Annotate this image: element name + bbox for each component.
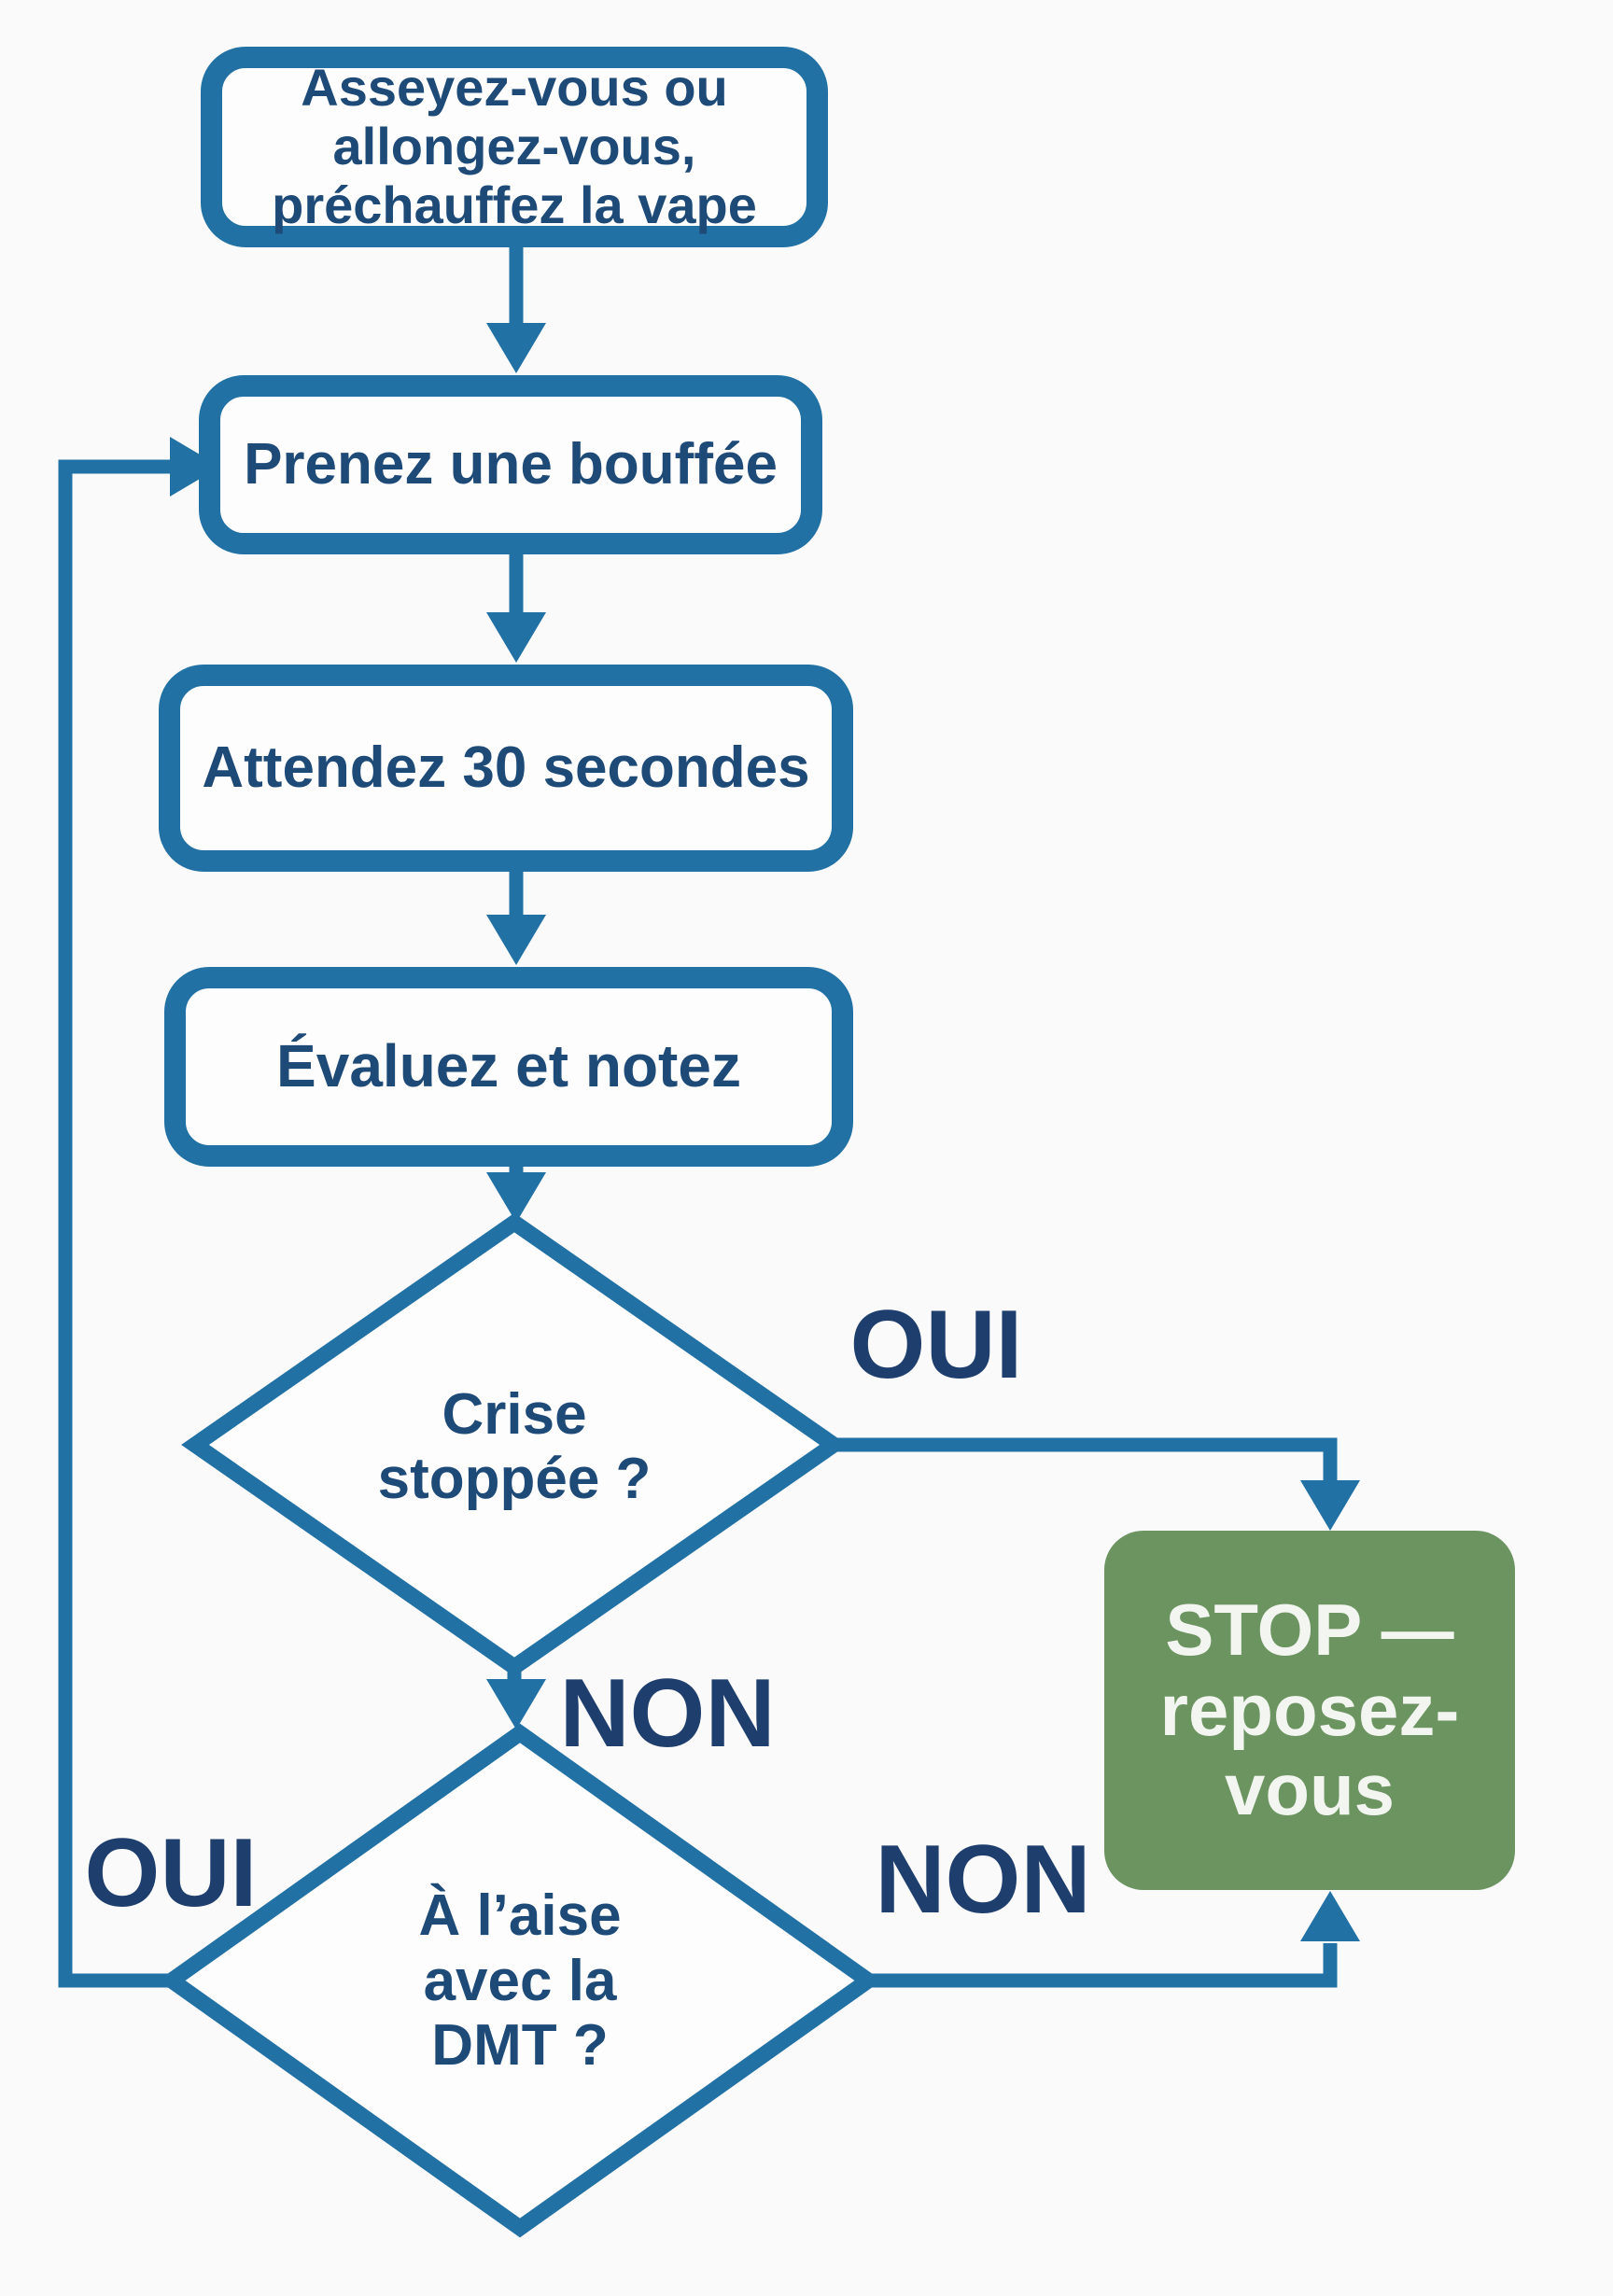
decision-comfort-label: À l’aise avec la DMT ? bbox=[418, 1883, 622, 2079]
arrow-crisis-yes-to-stop bbox=[829, 1437, 1360, 1531]
edge-label-comfort-non: NON bbox=[875, 1826, 1091, 1934]
node-take-puff: Prenez une bouffée bbox=[199, 375, 822, 554]
arrow-crisis-no bbox=[486, 1665, 546, 1729]
decision-comfort-diamond bbox=[158, 1723, 882, 2238]
node-sit-preheat: Asseyez-vous ou allongez-vous, préchauff… bbox=[201, 47, 828, 247]
arrow-comfort-no-to-stop bbox=[863, 1891, 1360, 1988]
node-evaluate-note-label: Évaluez et notez bbox=[276, 1032, 741, 1100]
decision-crisis-label: Crise stoppée ? bbox=[377, 1381, 652, 1511]
edge-label-comfort-oui: OUI bbox=[84, 1819, 258, 1927]
arrow-wait-to-rate bbox=[486, 868, 546, 965]
edge-label-crisis-oui: OUI bbox=[849, 1291, 1023, 1399]
arrow-comfort-yes-loop bbox=[58, 437, 220, 1988]
node-sit-preheat-label: Asseyez-vous ou allongez-vous, préchauff… bbox=[272, 58, 757, 234]
arrow-setup-to-puff bbox=[486, 241, 546, 373]
arrow-puff-to-wait bbox=[486, 551, 546, 663]
node-stop-rest: STOP — reposez- vous bbox=[1104, 1531, 1515, 1890]
node-wait-30s: Attendez 30 secondes bbox=[159, 665, 853, 872]
node-evaluate-note: Évaluez et notez bbox=[164, 967, 853, 1167]
node-wait-30s-label: Attendez 30 secondes bbox=[202, 735, 810, 801]
node-take-puff-label: Prenez une bouffée bbox=[244, 432, 778, 497]
arrow-rate-to-crisis bbox=[486, 1163, 546, 1223]
edge-label-crisis-non: NON bbox=[559, 1659, 776, 1768]
